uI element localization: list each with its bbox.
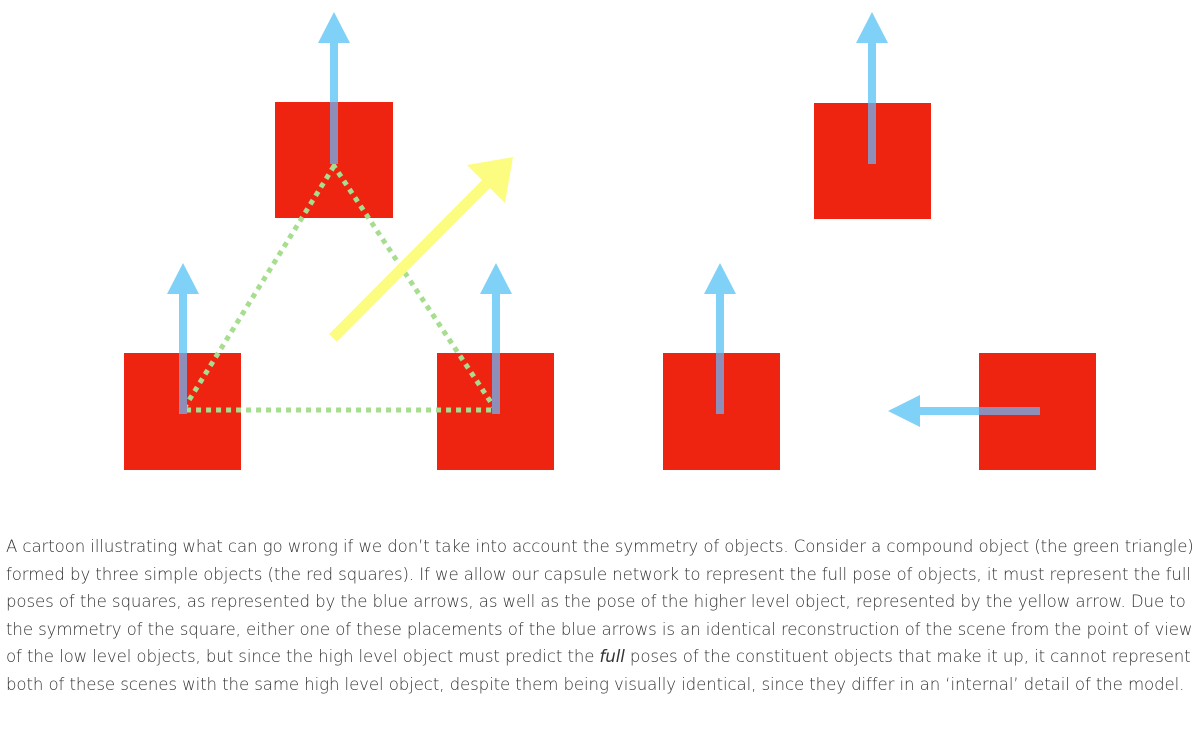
figure-caption: A cartoon illustrating what can go wrong…	[6, 533, 1196, 699]
pose-arrow-top	[318, 12, 350, 164]
pose-arrow-bottom-left	[167, 263, 199, 414]
scene-right	[663, 12, 1096, 470]
compound-object-triangle	[178, 161, 501, 413]
scene-left	[124, 12, 554, 470]
pose-arrow-bottom-right	[480, 263, 512, 414]
pose-arrow-bottom-right-alt-rotated	[888, 395, 1040, 427]
symmetry-cartoon-figure	[124, 12, 1096, 470]
caption-emphasis: full	[599, 647, 625, 667]
caption-text-part1: A cartoon illustrating what can go wrong…	[6, 537, 1194, 667]
high-level-pose-arrow	[329, 157, 513, 342]
pose-arrow-bottom-left-alt	[704, 263, 736, 414]
caption-text-part2: poses of the constituent objects that ma…	[6, 647, 1191, 694]
pose-arrow-top-alt	[856, 12, 888, 164]
